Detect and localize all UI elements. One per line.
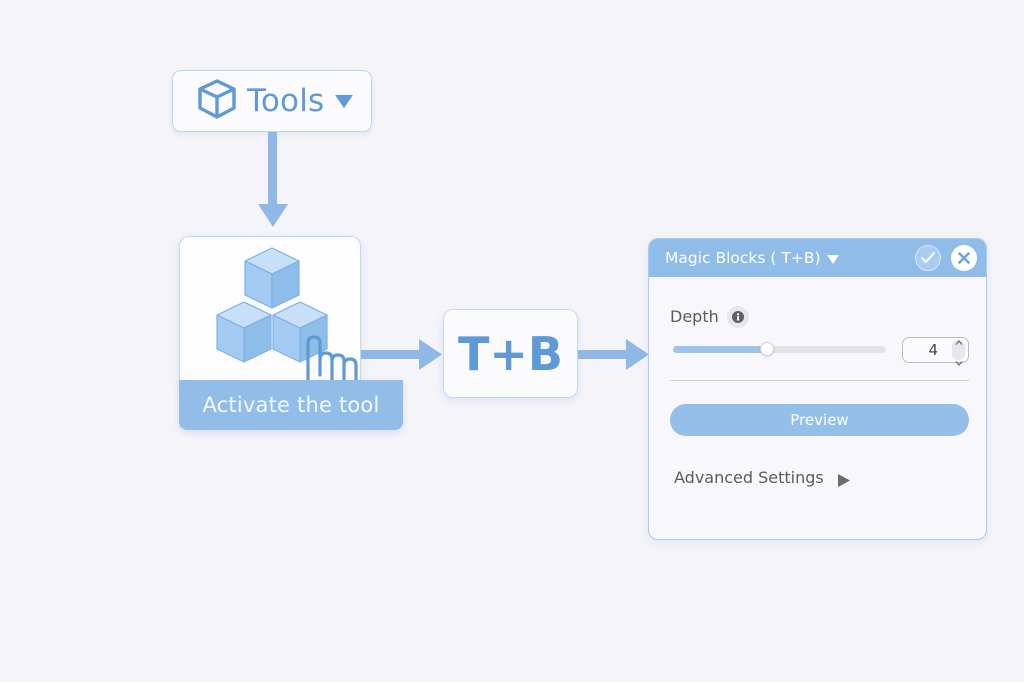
panel-header: Magic Blocks ( T+B) <box>649 239 986 277</box>
hand-pointer-icon <box>294 333 364 397</box>
chevron-down-icon[interactable] <box>826 250 839 269</box>
chevron-down-icon[interactable] <box>955 351 963 370</box>
preview-button[interactable]: Preview <box>670 404 969 436</box>
play-arrow-icon[interactable] <box>838 472 850 491</box>
close-icon <box>958 249 970 268</box>
info-icon[interactable] <box>727 306 749 328</box>
panel-title: Magic Blocks ( T+B) <box>665 249 821 267</box>
cube-outline-icon <box>195 77 239 125</box>
activate-tool-caption: Activate the tool <box>179 380 403 430</box>
magic-blocks-panel: Magic Blocks ( T+B) Depth 4 <box>648 238 987 540</box>
chevron-up-icon[interactable] <box>955 330 963 349</box>
divider <box>670 380 969 381</box>
connector-shortcut-to-panel <box>578 350 628 359</box>
check-icon <box>921 249 935 268</box>
stepper-arrows[interactable] <box>952 340 965 366</box>
advanced-settings-toggle[interactable]: Advanced Settings <box>674 468 824 487</box>
depth-label: Depth <box>670 307 719 326</box>
shortcut-key-card: T+B <box>443 309 578 398</box>
depth-slider-fill <box>673 346 767 353</box>
connector-step-to-shortcut <box>361 350 421 359</box>
close-button[interactable] <box>951 245 977 271</box>
connector-tools-to-step <box>268 132 277 207</box>
chevron-down-icon <box>334 94 354 113</box>
arrow-right-icon <box>626 339 650 374</box>
depth-stepper[interactable]: 4 <box>902 337 969 366</box>
tools-dropdown[interactable]: Tools <box>172 70 372 132</box>
depth-value: 4 <box>928 341 938 359</box>
depth-slider-thumb[interactable] <box>760 342 774 356</box>
tools-label: Tools <box>247 83 325 119</box>
arrow-down-icon <box>258 204 288 232</box>
confirm-button[interactable] <box>915 245 941 271</box>
depth-slider[interactable] <box>673 342 886 356</box>
arrow-right-icon <box>419 339 443 374</box>
